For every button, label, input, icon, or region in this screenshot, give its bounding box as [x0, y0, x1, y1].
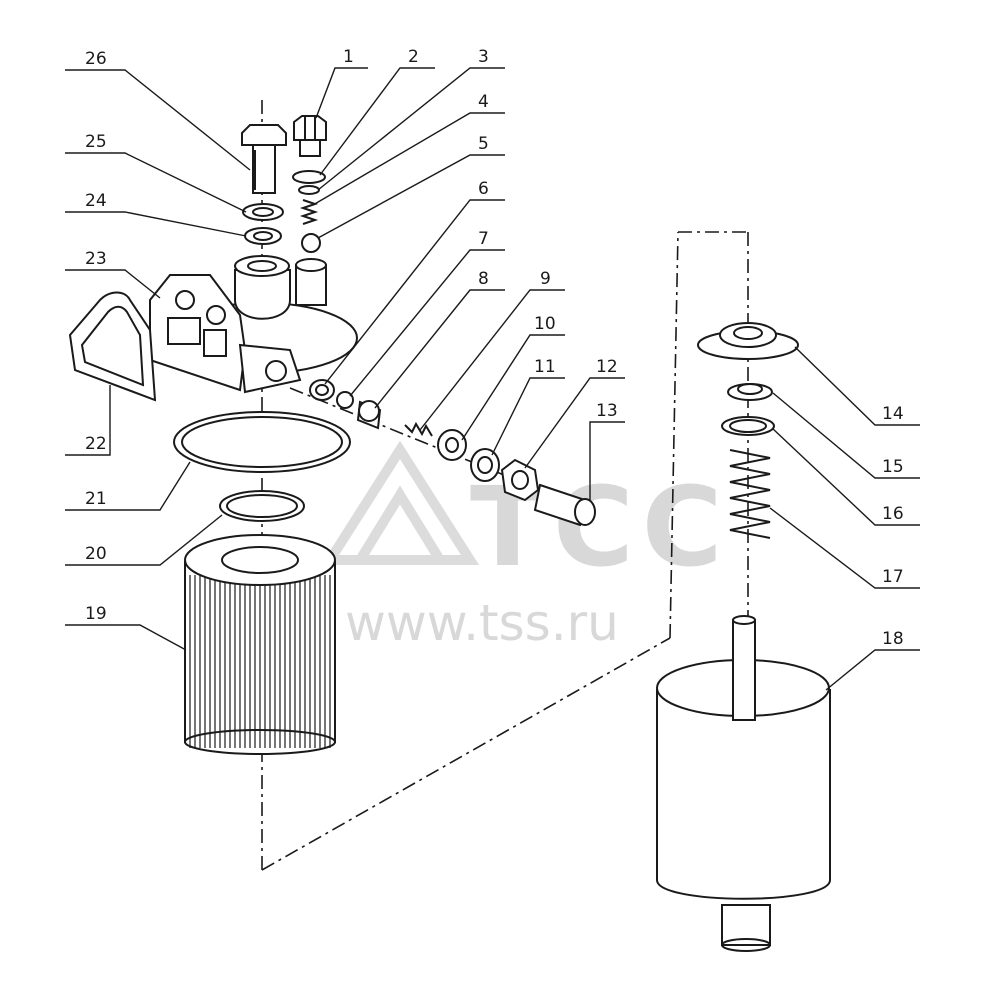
part-8-piston	[356, 400, 382, 430]
callout-20: 20	[85, 544, 107, 564]
part-13-plug	[533, 483, 596, 527]
watermark-url: www.tss.ru	[345, 594, 619, 652]
callout-7: 7	[478, 229, 489, 249]
part-5-ball	[301, 233, 321, 253]
part-10-washer	[437, 429, 467, 461]
part-3-washer	[298, 185, 320, 195]
callout-10: 10	[534, 314, 556, 334]
part-4-spring	[299, 199, 319, 225]
part-24-washer	[244, 227, 282, 245]
callout-1: 1	[343, 47, 354, 67]
part-14-cap	[697, 322, 799, 360]
part-17-spring	[729, 449, 771, 539]
callout-11: 11	[534, 357, 556, 377]
callout-18: 18	[882, 629, 904, 649]
callout-9: 9	[540, 269, 551, 289]
part-7-ball	[336, 391, 354, 409]
callout-23: 23	[85, 249, 107, 269]
part-25-washer	[242, 203, 284, 221]
watermark-logo	[320, 440, 480, 565]
callout-8: 8	[478, 269, 489, 289]
part-18-bowl	[656, 615, 831, 952]
callout-14: 14	[882, 404, 904, 424]
callout-21: 21	[85, 489, 107, 509]
callout-15: 15	[882, 457, 904, 477]
part-16-ring	[721, 416, 775, 436]
callout-12: 12	[596, 357, 618, 377]
callout-25: 25	[85, 132, 107, 152]
part-2-washer	[292, 170, 326, 184]
callout-3: 3	[478, 47, 489, 67]
callout-4: 4	[478, 92, 489, 112]
callout-22: 22	[85, 434, 107, 454]
part-21-seal-ring	[173, 411, 351, 473]
part-26-bolt	[241, 124, 287, 194]
part-11-washer	[470, 448, 500, 482]
part-19-filter-element	[184, 534, 336, 755]
callout-2: 2	[408, 47, 419, 67]
callout-19: 19	[85, 604, 107, 624]
leader-lines	[65, 67, 920, 691]
part-23-housing	[149, 255, 358, 394]
callout-13: 13	[596, 401, 618, 421]
part-9-spring	[404, 421, 433, 437]
callout-17: 17	[882, 567, 904, 587]
callout-labels: 26 25 24 23 22 21 20 19 1 2 3 4 5 6 7 8 …	[85, 47, 904, 649]
part-1-plug	[293, 115, 327, 157]
callout-24: 24	[85, 191, 107, 211]
part-20-seal-ring	[219, 490, 305, 522]
callout-6: 6	[478, 179, 489, 199]
callout-16: 16	[882, 504, 904, 524]
part-15-bushing	[727, 383, 773, 401]
callout-5: 5	[478, 134, 489, 154]
part-22-gasket	[68, 291, 157, 402]
callout-26: 26	[85, 49, 107, 69]
part-6-sleeve	[309, 379, 335, 401]
